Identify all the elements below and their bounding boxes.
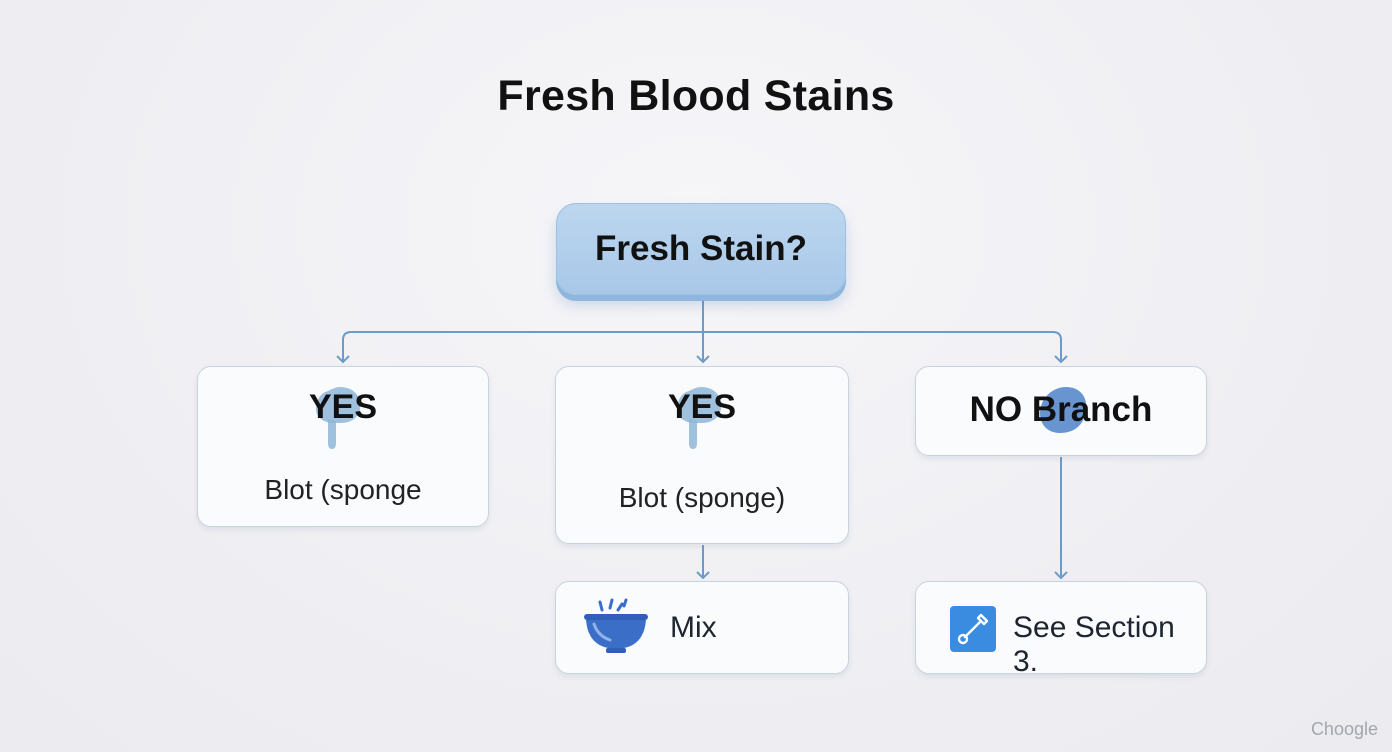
dropper-icon bbox=[950, 606, 996, 652]
yes-branch-middle: YES Blot (sponge) bbox=[555, 366, 849, 544]
step-label: See Section 3. bbox=[1013, 611, 1175, 678]
branch-heading: YES bbox=[667, 388, 737, 426]
branch-heading: YES bbox=[308, 388, 378, 426]
step-see-section: See Section 3. bbox=[915, 581, 1207, 678]
connector-bus bbox=[342, 331, 1062, 362]
page-title: Fresh Blood Stains bbox=[497, 72, 895, 120]
step-mix: Mix bbox=[555, 581, 849, 674]
drop-blob-icon bbox=[677, 387, 722, 449]
branch-action: Blot (sponge) bbox=[618, 482, 786, 513]
blue-blob-icon bbox=[1040, 387, 1087, 433]
watermark: Choogle bbox=[1310, 719, 1378, 739]
decision-node-fresh-stain: Fresh Stain? bbox=[556, 203, 846, 295]
decision-node-label: Fresh Stain? bbox=[595, 229, 807, 268]
step-label: Mix bbox=[670, 611, 717, 644]
branch-heading: NO Branch bbox=[969, 390, 1153, 429]
branch-action: Blot (sponge bbox=[264, 474, 422, 505]
mixing-bowl-icon bbox=[584, 598, 648, 653]
no-branch: NO Branch bbox=[915, 366, 1207, 456]
yes-branch-left: YES Blot (sponge bbox=[197, 366, 489, 527]
drop-blob-icon bbox=[316, 387, 361, 449]
